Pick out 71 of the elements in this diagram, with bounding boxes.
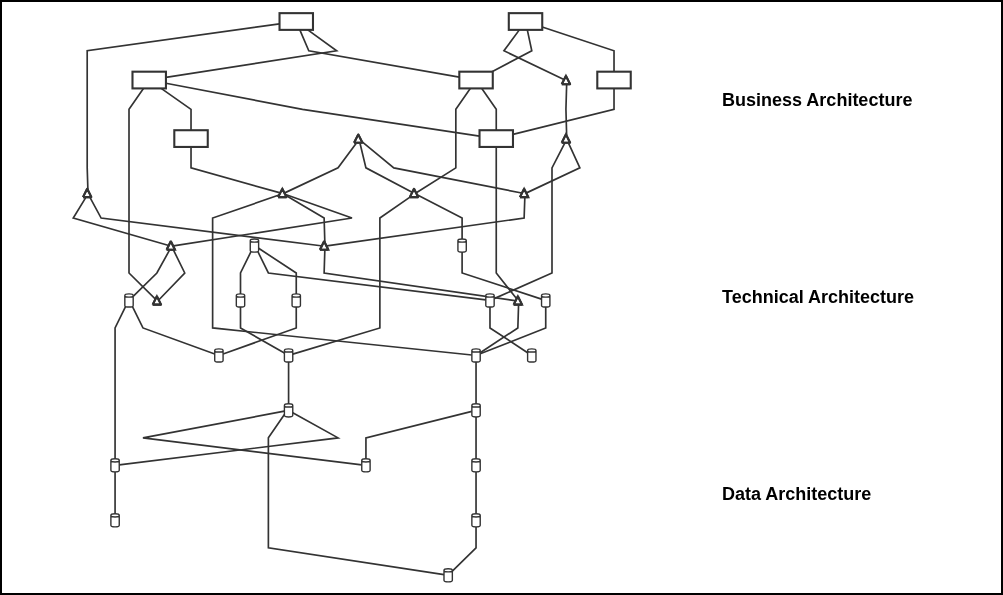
connector (239, 250, 252, 295)
node-cylinder (110, 513, 120, 528)
connector (361, 141, 524, 195)
node-cylinder (283, 403, 294, 418)
connector (222, 306, 298, 355)
connector (525, 142, 581, 194)
connector (416, 194, 463, 240)
connector (211, 193, 473, 356)
connector (495, 146, 519, 301)
connector (172, 193, 353, 247)
layer-label: Data Architecture (722, 484, 873, 505)
connector (89, 197, 324, 247)
connector (502, 29, 566, 81)
node-cylinder (235, 293, 246, 308)
node-cylinder (361, 458, 371, 473)
connector (285, 194, 326, 243)
connector (325, 197, 526, 247)
connector (565, 84, 568, 136)
node-box (596, 70, 632, 90)
node-cylinder (249, 238, 260, 253)
node-cylinder (443, 568, 454, 583)
node-cylinder (291, 293, 302, 308)
node-cylinder (540, 293, 551, 308)
node-cylinder (471, 348, 481, 363)
node-box (507, 12, 544, 31)
node-cylinder (110, 458, 120, 473)
node-cylinder (457, 238, 467, 253)
connector (114, 471, 116, 515)
connector (461, 251, 543, 300)
node-cylinder (526, 348, 537, 363)
connector (267, 413, 445, 576)
connector (287, 361, 290, 405)
connector (118, 411, 341, 466)
node-cylinder (283, 348, 294, 363)
node-cylinder (471, 458, 481, 473)
connector (239, 306, 286, 354)
connector (479, 304, 520, 354)
layer-label: Business Architecture (722, 90, 914, 111)
node-cylinder (471, 403, 481, 418)
connector (190, 146, 282, 194)
connector (475, 416, 477, 460)
connector (291, 195, 413, 355)
connector (131, 305, 216, 355)
connector (479, 306, 547, 355)
connector (114, 305, 127, 460)
connector (359, 142, 414, 194)
node-cylinder (124, 293, 134, 308)
connector (491, 29, 533, 73)
connector (132, 249, 171, 298)
connector (165, 29, 339, 79)
layer-label: Technical Architecture (722, 287, 916, 308)
connector (475, 471, 477, 515)
node-box (478, 129, 514, 148)
node-box (458, 70, 494, 90)
connector (493, 142, 566, 300)
connector (489, 306, 529, 354)
node-box (173, 129, 209, 148)
connector (451, 526, 477, 572)
node-cylinder (471, 513, 481, 528)
connector (475, 361, 477, 405)
node-cylinder (214, 348, 224, 363)
connector (256, 250, 487, 301)
connector (142, 410, 363, 466)
node-cylinder (485, 293, 495, 308)
connector (323, 249, 518, 302)
node-box (131, 70, 167, 90)
connector (71, 197, 171, 247)
node-box (278, 12, 315, 31)
connector (257, 247, 298, 295)
connector (365, 410, 473, 460)
connector (283, 142, 357, 194)
